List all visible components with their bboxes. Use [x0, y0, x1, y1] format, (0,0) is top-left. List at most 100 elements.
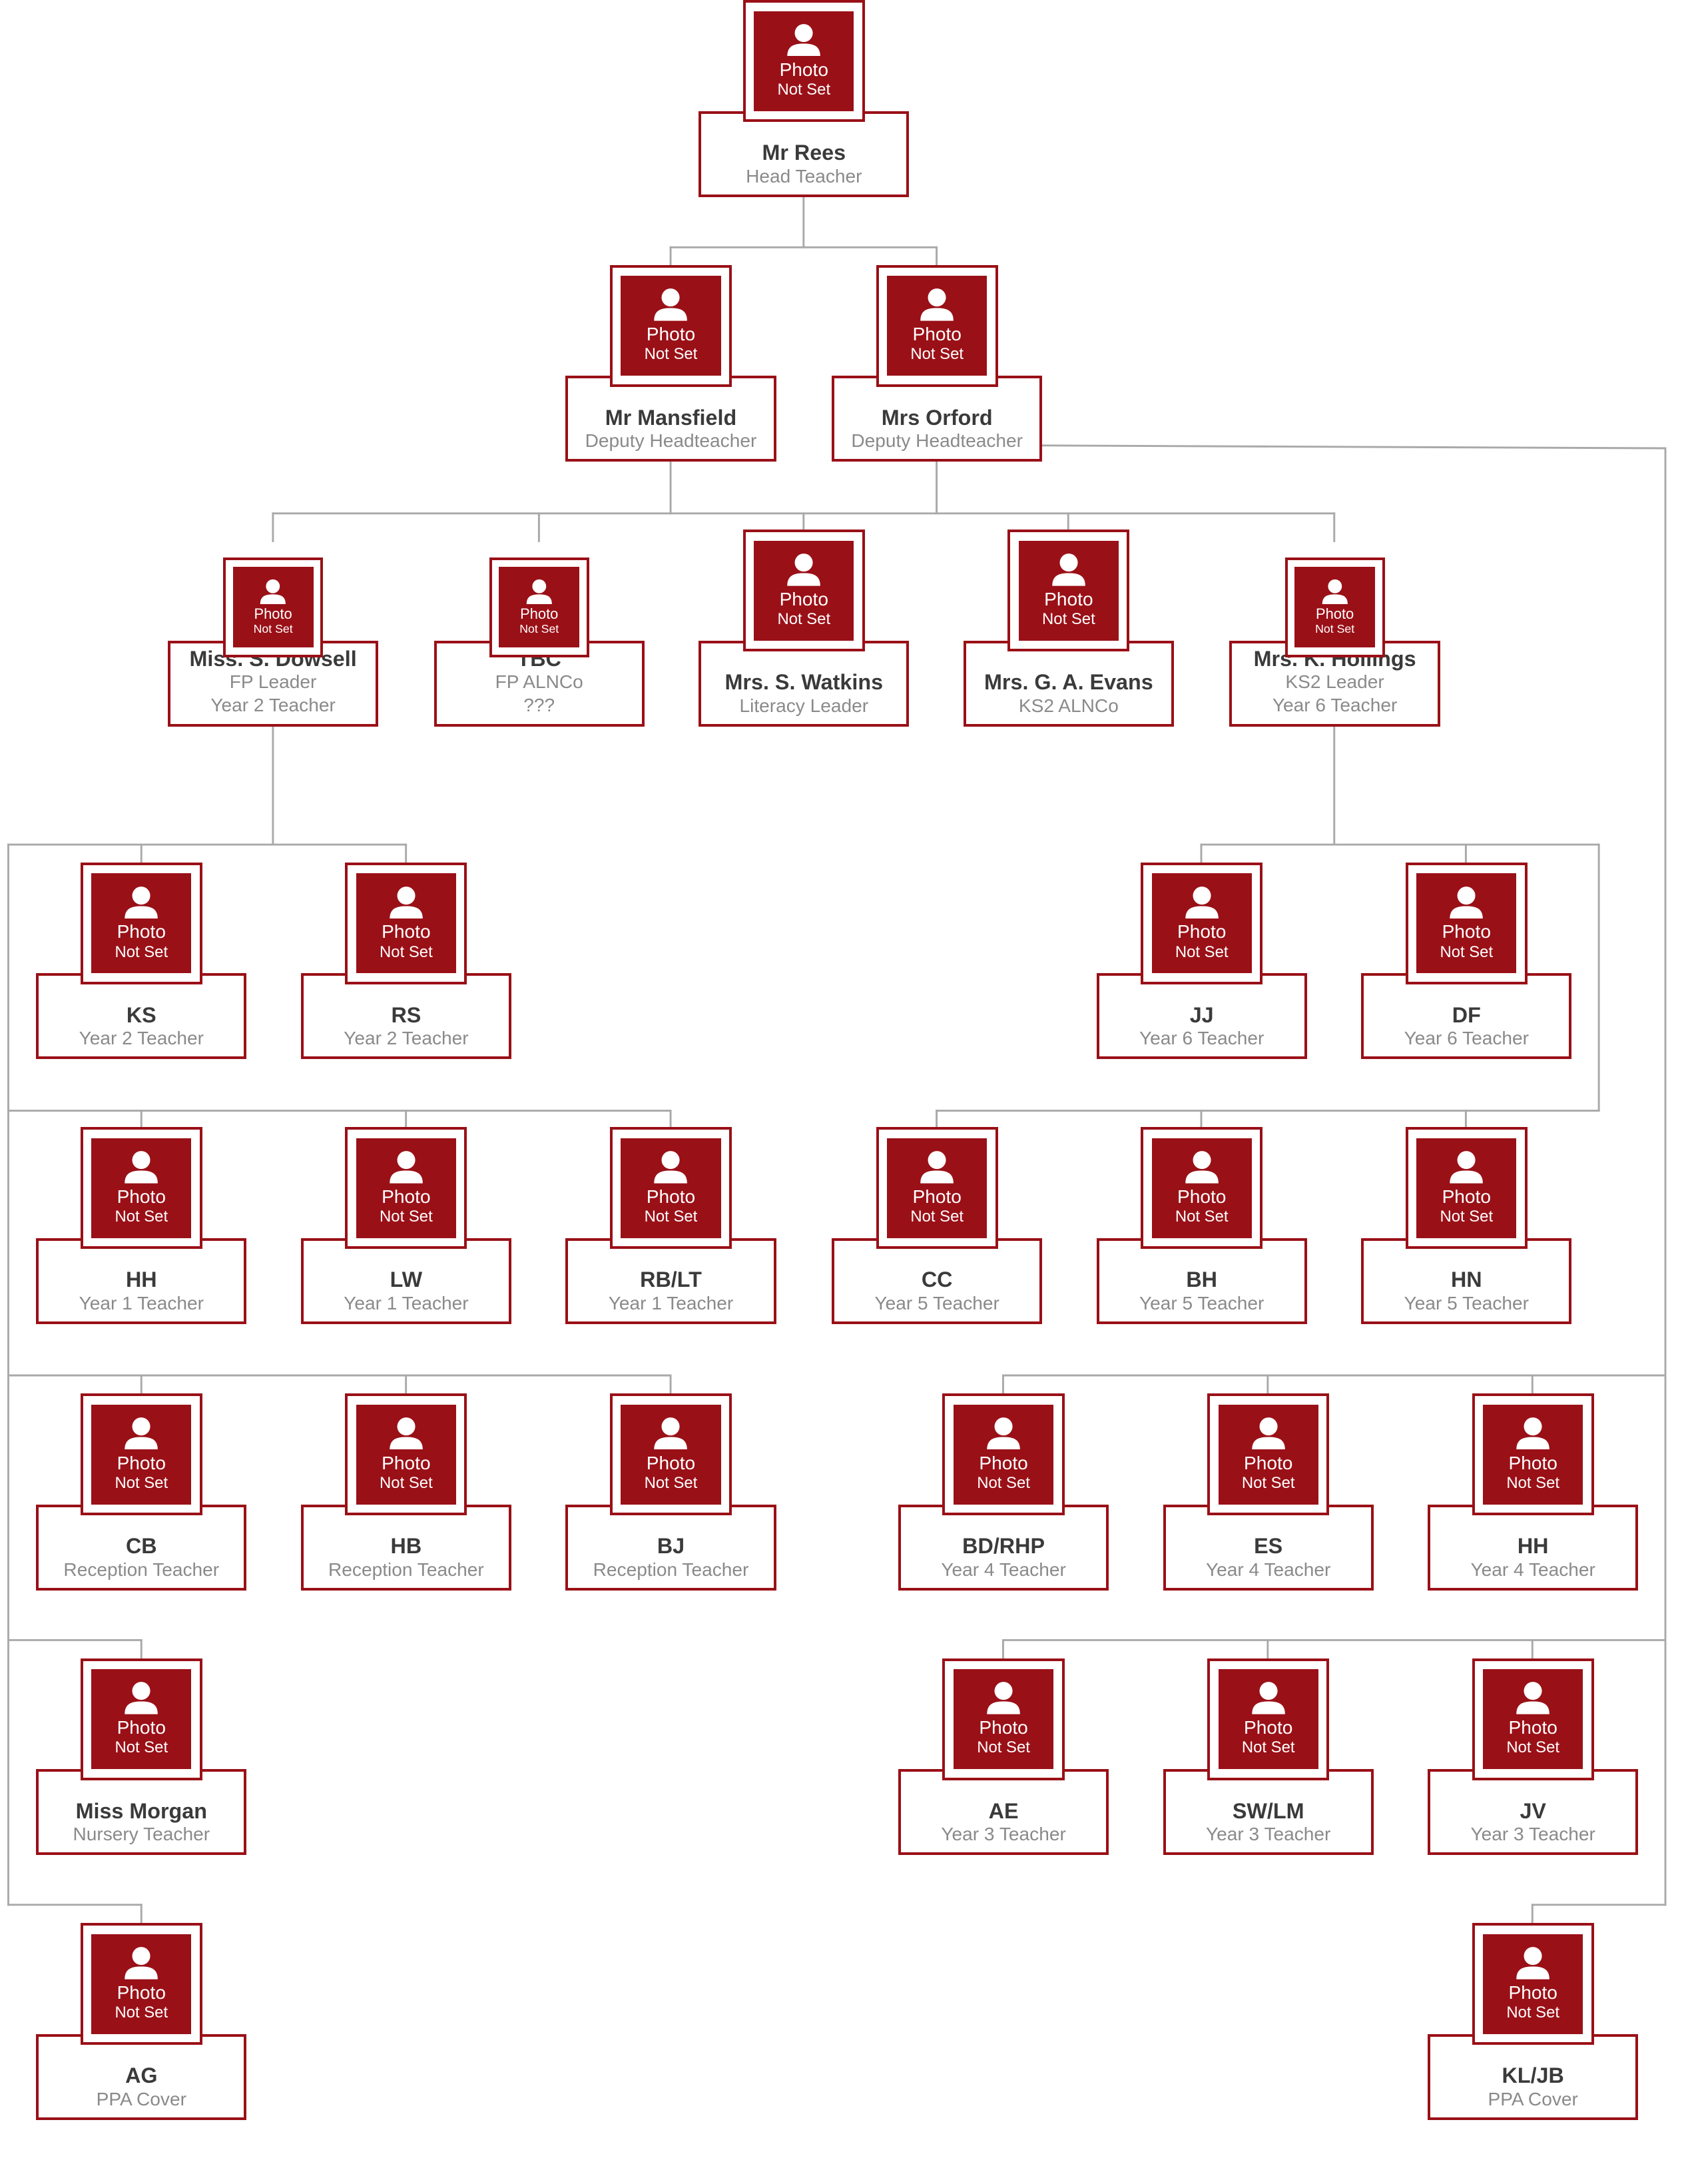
- photo-placeholder-sublabel: Not Set: [910, 345, 964, 364]
- person-icon: [654, 1417, 688, 1450]
- person-icon: [390, 886, 423, 919]
- photo-placeholder-label: Photo: [382, 921, 431, 942]
- staff-role: Year 6 Teacher: [1404, 1028, 1529, 1049]
- photo-placeholder-label: Photo: [1508, 1452, 1557, 1473]
- staff-role: Deputy Headteacher: [851, 430, 1023, 452]
- staff-name: LW: [390, 1268, 423, 1292]
- person-icon: [1251, 1417, 1285, 1450]
- staff-role: PPA Cover: [1488, 2088, 1578, 2109]
- person-icon: [920, 288, 954, 321]
- photo-placeholder-sublabel: Not Set: [1440, 1208, 1494, 1226]
- photo-placeholder-sublabel: Not Set: [644, 1208, 698, 1226]
- staff-role: Reception Teacher: [63, 1559, 220, 1580]
- connector-line: [1041, 444, 1667, 450]
- photo-placeholder-label: Photo: [912, 1186, 962, 1207]
- staff-role: FP Leader: [229, 671, 317, 693]
- staff-name: HH: [125, 1268, 157, 1292]
- person-icon: [1251, 1682, 1285, 1714]
- staff-role: Year 5 Teacher: [1404, 1292, 1529, 1313]
- photo-placeholder-sublabel: Not Set: [1440, 942, 1494, 961]
- photo-placeholder-label: Photo: [1243, 1452, 1293, 1473]
- staff-role: KS2 ALNCo: [1018, 695, 1119, 716]
- photo-placeholder-label: Photo: [1316, 605, 1354, 623]
- person-icon: [654, 288, 688, 321]
- photo-placeholder-label: Photo: [1508, 1717, 1557, 1738]
- photo-placeholder-label: Photo: [646, 324, 696, 345]
- photo-placeholder-label: Photo: [1442, 921, 1491, 942]
- person-icon: [1185, 886, 1219, 919]
- staff-role: Year 1 Teacher: [344, 1292, 469, 1313]
- staff-role: Year 5 Teacher: [874, 1292, 999, 1313]
- staff-name: JV: [1520, 1798, 1546, 1823]
- photo-placeholder-label: Photo: [1442, 1186, 1491, 1207]
- staff-role: Year 3 Teacher: [1470, 1824, 1595, 1845]
- staff-role: Reception Teacher: [328, 1559, 484, 1580]
- staff-name: Mrs. G. A. Evans: [984, 670, 1153, 695]
- photo-placeholder-sublabel: Not Set: [1241, 1473, 1295, 1492]
- photo-placeholder-label: Photo: [117, 1717, 166, 1738]
- staff-name: Mrs. S. Watkins: [724, 670, 884, 695]
- photo-placeholder-sublabel: Not Set: [977, 1473, 1030, 1492]
- staff-name: DF: [1452, 1002, 1481, 1027]
- photo-placeholder-label: Photo: [117, 1982, 166, 2003]
- staff-role: KS2 Leader: [1285, 671, 1384, 693]
- staff-name: BJ: [657, 1534, 685, 1559]
- photo-placeholder-label: Photo: [779, 59, 828, 80]
- staff-name: RB/LT: [640, 1268, 702, 1292]
- person-icon: [1516, 1682, 1549, 1714]
- staff-role: Year 4 Teacher: [1205, 1559, 1331, 1580]
- person-icon: [1516, 1417, 1549, 1450]
- staff-name: AE: [988, 1798, 1019, 1823]
